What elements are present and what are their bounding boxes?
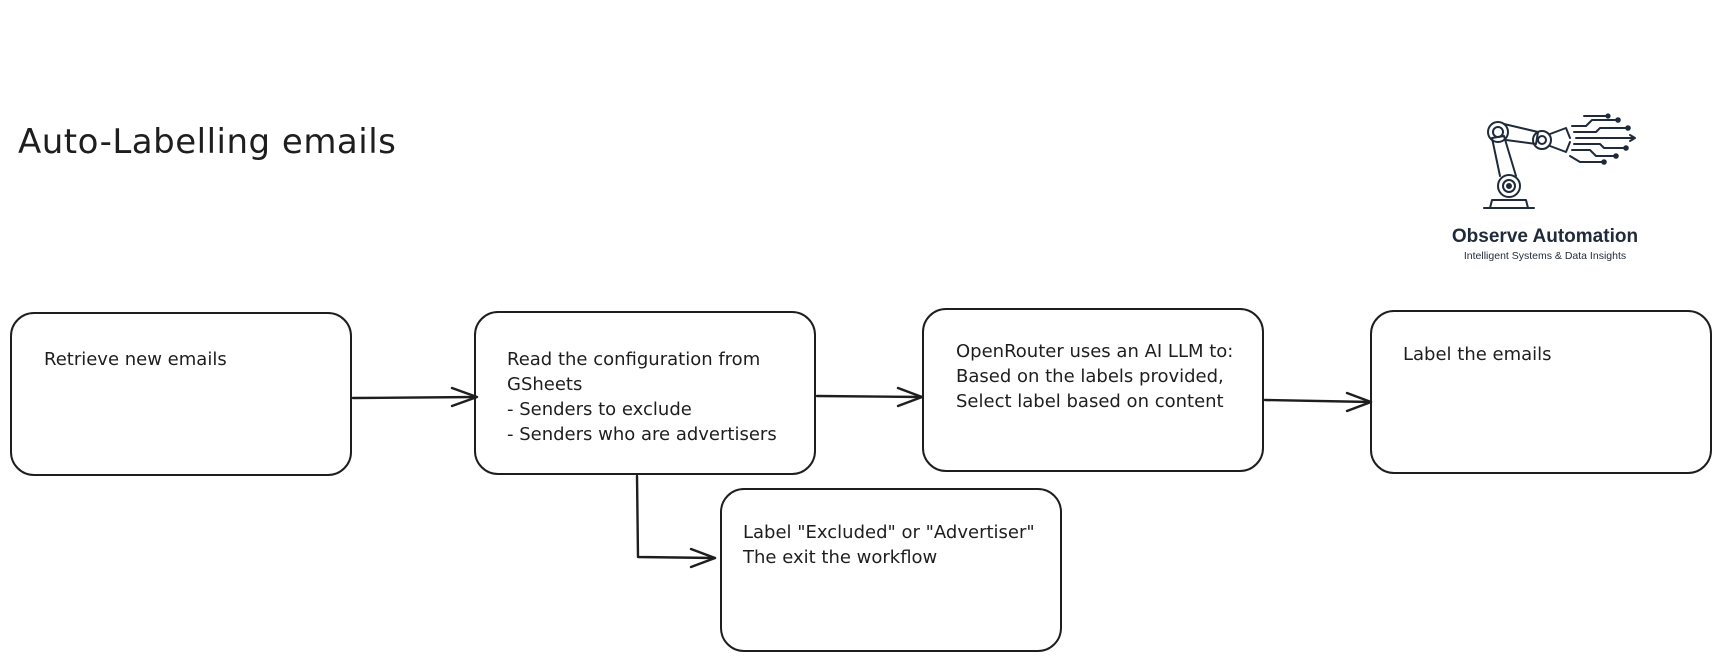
robot-arm-logo-icon — [1483, 113, 1636, 209]
openrouter-line-1: OpenRouter uses an AI LLM to: — [956, 341, 1234, 362]
retrieve-emails-text: Retrieve new emails — [44, 347, 227, 372]
openrouter-line-3: Select label based on content — [956, 391, 1224, 412]
read-config-box — [474, 311, 816, 475]
excluded-line-1: Label "Excluded" or "Advertiser" — [743, 522, 1035, 543]
diagram-title: Auto-Labelling emails — [18, 122, 397, 162]
excluded-box — [720, 488, 1062, 652]
read-config-line-1: Read the configuration from — [507, 349, 761, 370]
arrow-retrieve-to-config — [351, 386, 479, 408]
label-emails-text: Label the emails — [1403, 342, 1552, 367]
excluded-text: Label "Excluded" or "Advertiser" The exi… — [743, 520, 1035, 570]
arrow-config-to-excluded — [635, 474, 717, 569]
excluded-line-2: The exit the workflow — [743, 547, 938, 568]
retrieve-emails-box — [10, 312, 352, 476]
read-config-line-2: GSheets — [507, 374, 583, 395]
openrouter-box — [922, 308, 1264, 472]
openrouter-text: OpenRouter uses an AI LLM to: Based on t… — [956, 339, 1233, 414]
read-config-line-4: - Senders who are advertisers — [507, 424, 777, 445]
retrieve-emails-line-1: Retrieve new emails — [44, 349, 227, 370]
label-emails-box — [1370, 310, 1712, 474]
label-emails-line-1: Label the emails — [1403, 344, 1552, 365]
brand-tagline: Intelligent Systems & Data Insights — [1463, 250, 1627, 262]
arrow-openrouter-to-label — [1263, 391, 1373, 413]
read-config-text: Read the configuration from GSheets - Se… — [507, 347, 777, 447]
openrouter-line-2: Based on the labels provided, — [956, 366, 1224, 387]
read-config-line-3: - Senders to exclude — [507, 399, 692, 420]
arrow-config-to-openrouter — [815, 386, 924, 408]
brand-name: Observe Automation — [1451, 226, 1639, 247]
